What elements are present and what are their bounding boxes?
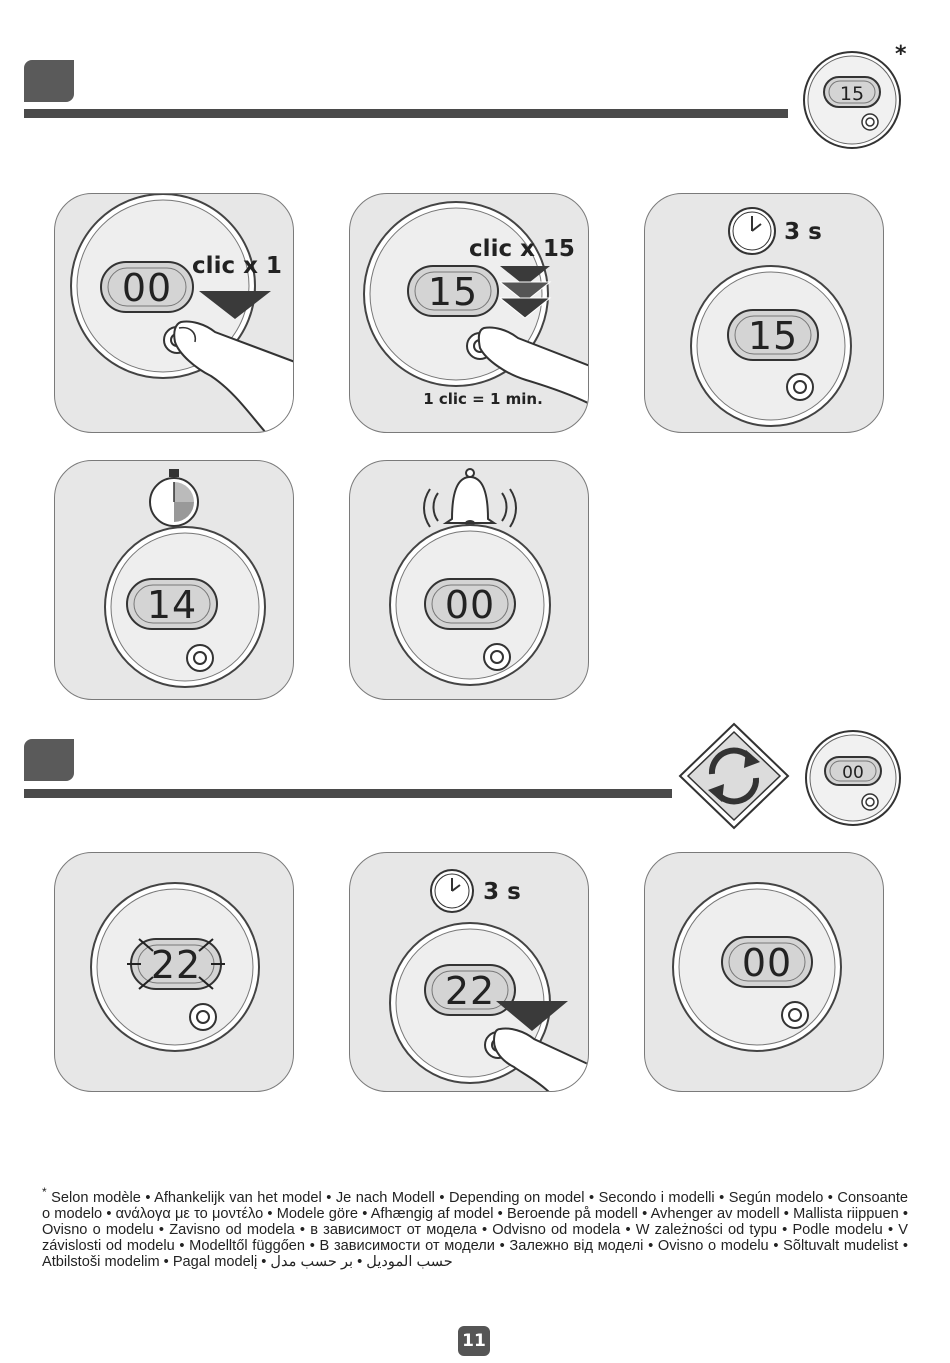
panel-reset-press: 3 s 22 — [349, 852, 589, 1092]
panel-clic-x15: 15 clic x 15 1 clic = 1 min. — [349, 193, 589, 433]
panel-reset-done: 00 — [644, 852, 884, 1092]
press-arrow — [498, 297, 552, 319]
panel-3s-wait: 3 s 15 — [644, 193, 884, 433]
press-arrow — [500, 266, 550, 286]
panel-2-display: 15 — [428, 270, 478, 314]
section-2-bar — [24, 789, 672, 798]
reset-diamond-icon — [678, 722, 790, 830]
flash-rays-icon — [127, 938, 225, 990]
page-number: 11 — [458, 1326, 490, 1356]
bell-icon — [423, 468, 517, 528]
footnote-marker: * — [42, 1185, 47, 1199]
header-display: 15 — [840, 83, 864, 105]
press-arrow — [496, 1001, 568, 1031]
header-device-icon: 15 — [803, 51, 901, 149]
press-arrow — [199, 291, 271, 319]
panel-5-display: 00 — [445, 583, 495, 627]
panel-7-label: 3 s — [483, 879, 521, 905]
section-2-tab — [24, 739, 74, 781]
clock-icon — [728, 207, 776, 255]
section-1-bar — [24, 109, 788, 118]
section2-device-icon: 00 — [805, 730, 901, 826]
finger-icon — [477, 326, 588, 405]
panel-3-display: 15 — [748, 314, 798, 358]
panel-2-label: clic x 15 — [469, 236, 575, 262]
finger-icon — [173, 320, 293, 432]
panel-1-display: 00 — [122, 266, 172, 310]
section-1-tab — [24, 60, 74, 102]
panel-flashing: 22 — [54, 852, 294, 1092]
panel-7-display: 22 — [445, 969, 495, 1013]
panel-2-sublabel: 1 clic = 1 min. — [423, 390, 543, 408]
panel-clic-x1: 00 clic x 1 — [54, 193, 294, 433]
panel-6-display: 22 — [151, 943, 201, 987]
panel-4-display: 14 — [147, 583, 197, 627]
panel-8-display: 00 — [742, 941, 792, 985]
footnote: * Selon modèle • Afhankelijk van het mod… — [42, 1184, 908, 1270]
finger-icon — [492, 1027, 588, 1091]
panel-countdown: 14 — [54, 460, 294, 700]
stopwatch-icon — [149, 469, 199, 527]
press-arrow — [498, 281, 552, 303]
panel-bell: 00 — [349, 460, 589, 700]
section2-header-display: 00 — [842, 763, 864, 783]
panel-3-label: 3 s — [784, 219, 822, 245]
header-asterisk: * — [895, 42, 907, 67]
clock-icon — [430, 869, 474, 913]
panel-1-label: clic x 1 — [192, 253, 282, 279]
footnote-text: Selon modèle • Afhankelijk van het model… — [42, 1189, 908, 1270]
